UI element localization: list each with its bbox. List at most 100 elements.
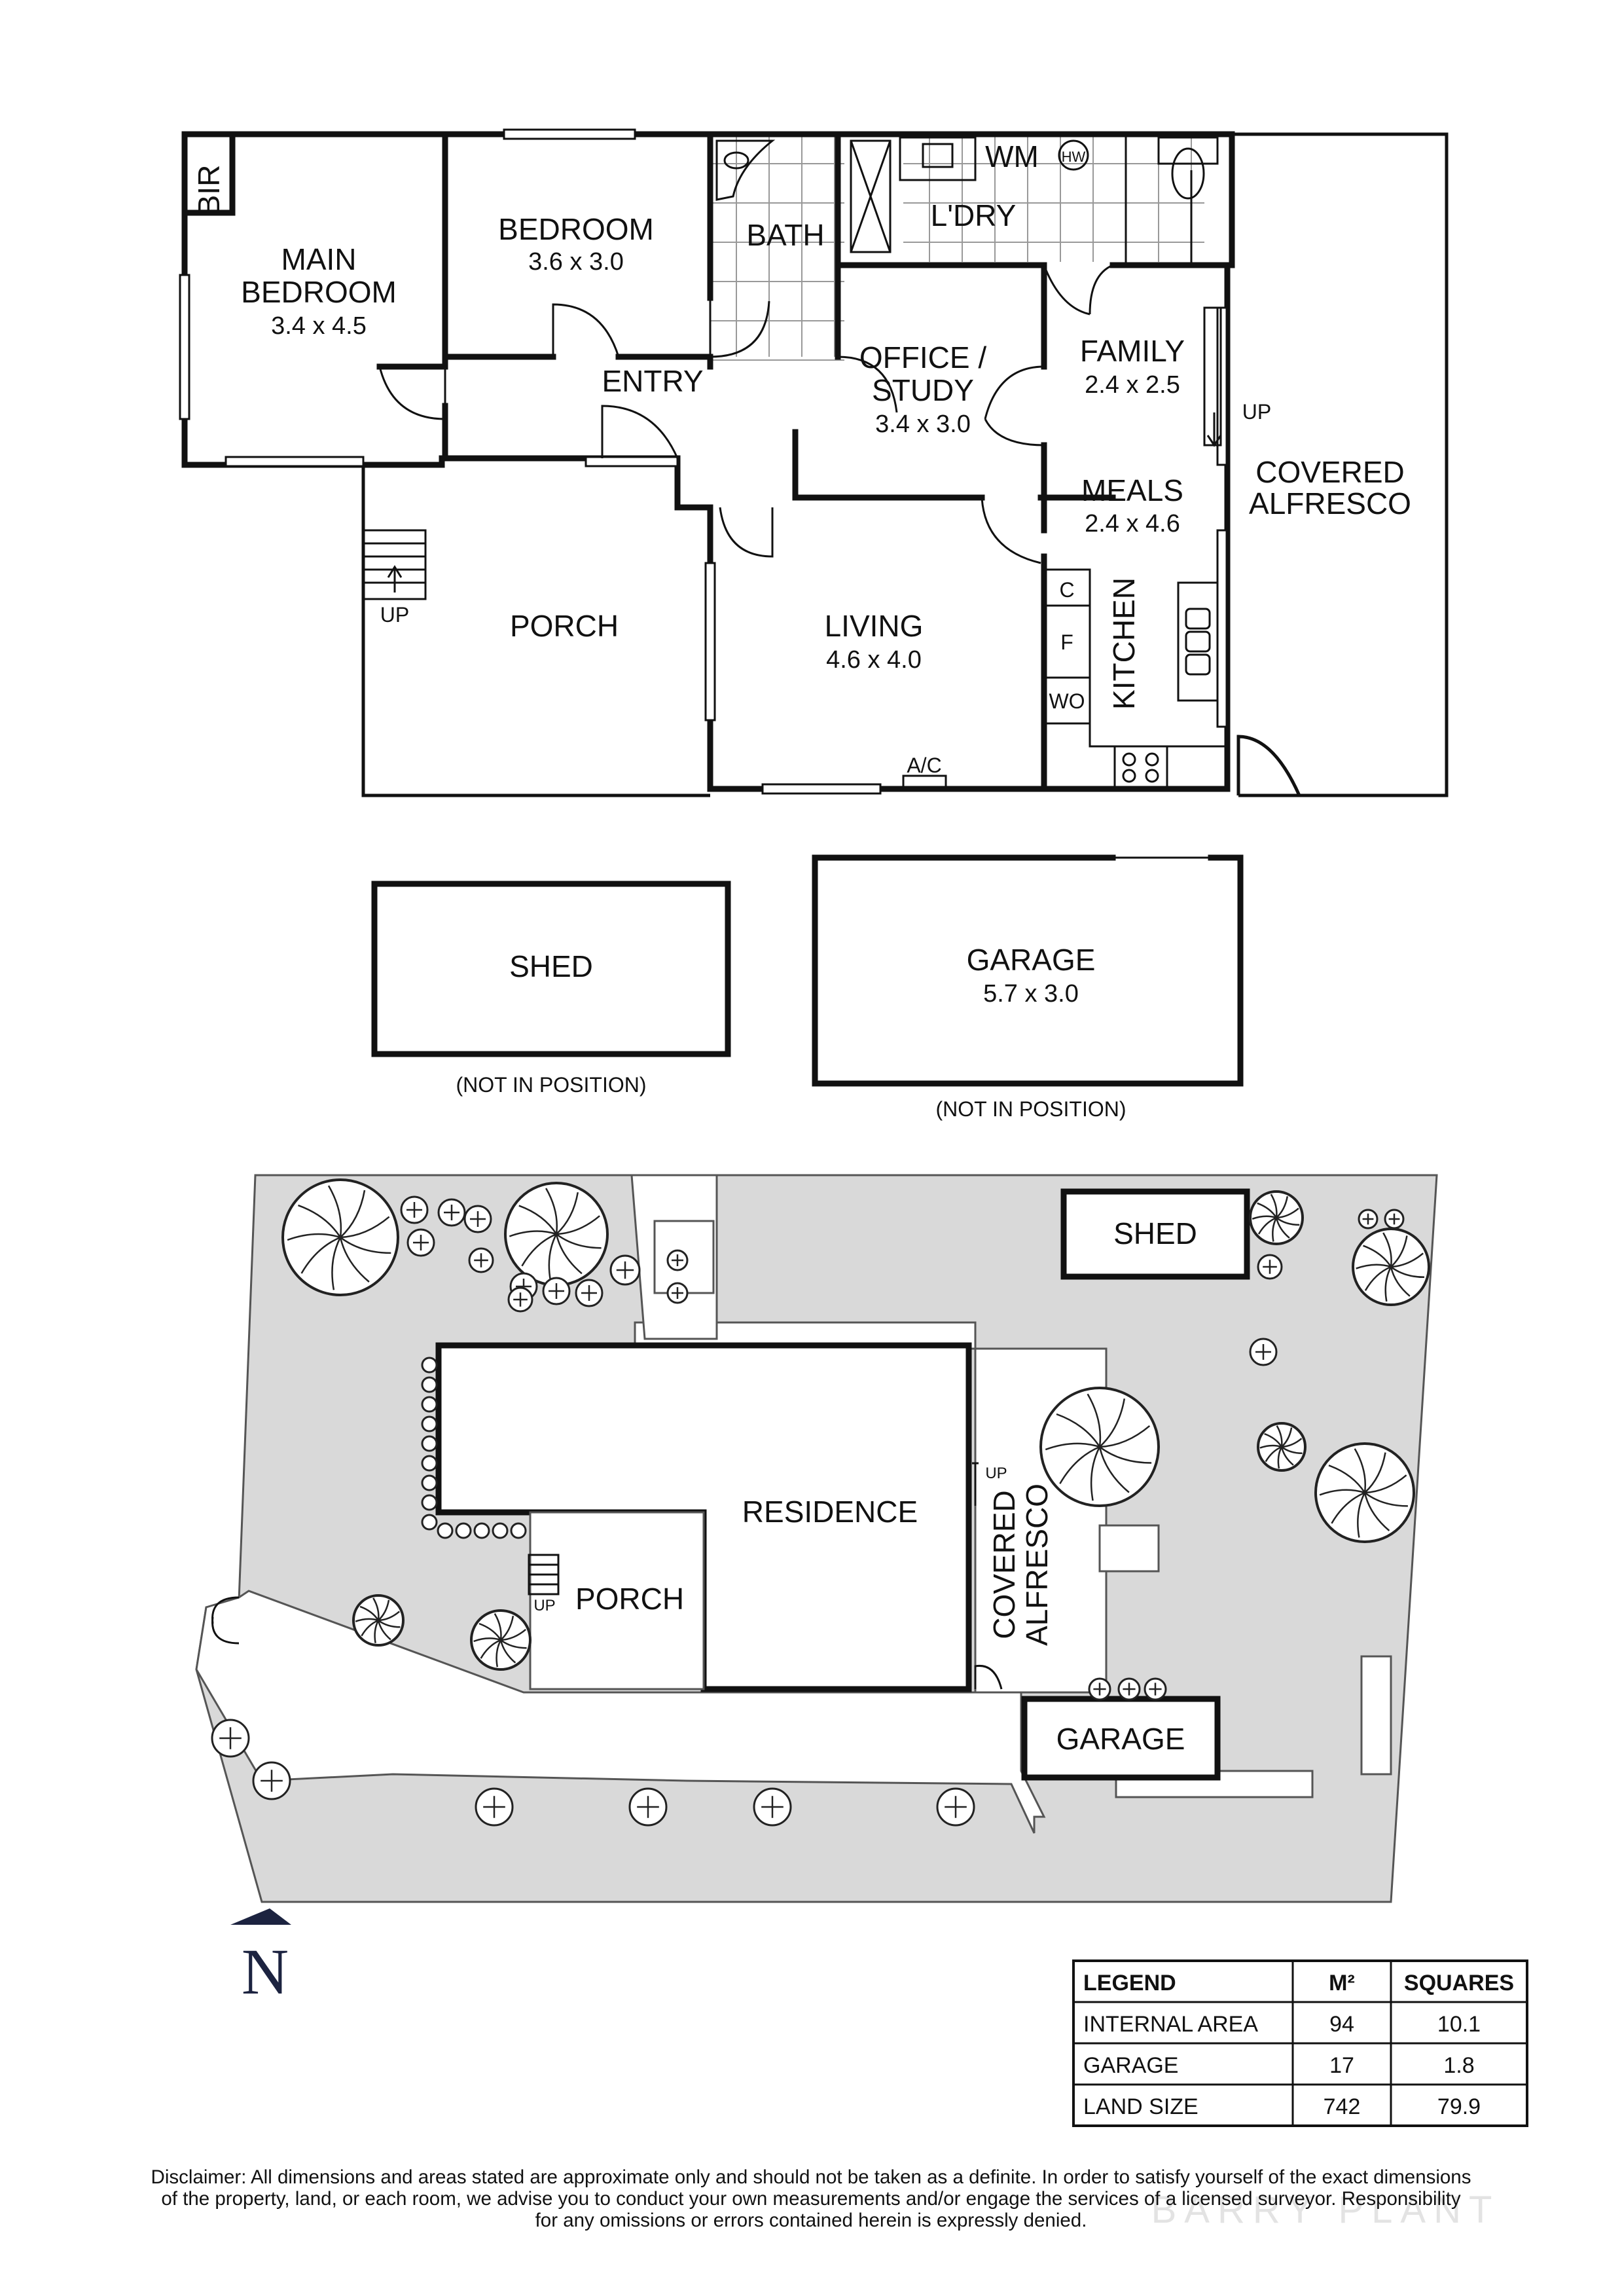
main-bedroom-label-2: BEDROOM [241,275,397,309]
site-residence-label: RESIDENCE [742,1495,918,1529]
north-arrow: N [230,1908,291,2008]
legend-row-label: INTERNAL AREA [1083,2012,1258,2037]
shrub-icon [475,1787,514,1827]
tree-icon [1257,1422,1307,1472]
legend-row-m2: 742 [1324,2094,1361,2119]
legend-row-m2: 94 [1329,2012,1354,2037]
alfresco-label-1: COVERED [1255,455,1404,489]
driveway [195,1590,1046,1834]
shrub-icon [437,1198,466,1227]
front-steps [362,529,427,600]
site-garage-outline [1021,1696,1221,1781]
main-bedroom-label-1: MAIN [281,242,357,276]
garage-outline [812,854,1244,1087]
shrub-icon [575,1279,604,1307]
shrub-icon [753,1787,792,1827]
office-label-2: STUDY [872,373,974,407]
garage-note: (NOT IN POSITION) [936,1097,1126,1121]
hedge-shrub-icon [437,1522,454,1539]
wall-bir [181,131,236,216]
shrub-icon [1088,1677,1111,1701]
shrub-icon [609,1254,641,1286]
bedroom-dim: 3.6 x 3.0 [528,248,624,276]
hedge-shrub-icon [473,1522,490,1539]
site-plan: RESIDENCE PORCH UP UP COVERED ALFRESCO S… [195,1174,1438,1903]
shrub-icon [406,1228,435,1257]
porch-up-label: UP [380,603,409,627]
north-label: N [242,1935,289,2008]
shrub-icon [1144,1677,1167,1701]
site-alfresco-up: UP [985,1465,1007,1482]
living-label: LIVING [825,609,924,643]
legend-row-squares: 10.1 [1437,2012,1481,2037]
gate [211,1596,240,1645]
tree-icon [1249,1190,1304,1245]
landing-pad [1098,1524,1160,1573]
hedge [421,1357,527,1539]
legend-row-label: LAND SIZE [1083,2094,1198,2119]
entry-label: ENTRY [602,364,703,398]
wall-office-south [792,429,1116,501]
shrub-icon [936,1787,975,1827]
legend-header-label: LEGEND [1083,1971,1176,1995]
shrub-icon [1117,1677,1141,1701]
hedge-shrub-icon [421,1494,438,1511]
shrub-icon [1358,1209,1379,1230]
shed-outline [371,881,731,1057]
shrub-icon [211,1719,250,1758]
main-bedroom-dim: 3.4 x 4.5 [271,312,367,340]
family-label: FAMILY [1080,334,1185,368]
office-label-1: OFFICE / [859,340,986,374]
shed-note: (NOT IN POSITION) [456,1073,647,1097]
legend-row-m2: 17 [1329,2053,1354,2078]
shrub-icon [507,1286,533,1313]
shrub-icon [628,1787,668,1827]
windows [179,128,1228,795]
hedge-shrub-icon [421,1474,438,1491]
hedge-shrub-icon [421,1435,438,1452]
garage-label: GARAGE [967,943,1096,977]
tree-icon [352,1594,405,1647]
laundry-label: L'DRY [931,198,1017,232]
family-dim: 2.4 x 2.5 [1085,371,1180,399]
shrub-icon [400,1195,429,1224]
wm-label: WM [985,139,1039,173]
site-shed-label: SHED [1113,1216,1197,1250]
site-alfresco-label: ALFRESCO [1020,1484,1054,1646]
hedge-shrub-icon [421,1455,438,1472]
fridge-label: F [1060,630,1073,654]
site-porch-outline [529,1511,705,1690]
hedge-shrub-icon [492,1522,509,1539]
tree-icon [1039,1387,1160,1507]
alfresco-door [1236,735,1301,797]
site-alfresco-door [974,1664,1003,1690]
tree-icon [1314,1442,1415,1543]
site-covered-label: COVERED [987,1490,1021,1639]
alfresco-label-2: ALFRESCO [1249,486,1411,520]
north-arrow-icon [230,1908,291,1925]
shrub-icon [252,1761,291,1800]
ac-label: A/C [907,754,941,777]
legend-table: LEGEND M² SQUARES INTERNAL AREA 94 10.1 … [1072,1959,1528,2127]
side-slab [1360,1655,1392,1776]
bath-label: BATH [746,218,824,252]
tree-icon [1352,1228,1430,1306]
disclaimer-line-2: of the property, land, or each room, we … [161,2188,1460,2210]
floor-plan: BIR MAIN BEDROOM 3.4 x 4.5 BEDROOM 3.6 x… [179,128,1449,797]
legend-row-squares: 79.9 [1437,2094,1481,2119]
doors [378,170,1193,564]
porch-label: PORCH [510,609,619,643]
meals-label: MEALS [1081,473,1183,507]
bir-label: BIR [192,165,226,215]
shrub-icon [1257,1254,1283,1280]
wall-oven-label: WO [1049,689,1085,713]
living-dim: 4.6 x 4.0 [826,646,922,674]
alfresco-outline [1232,132,1449,797]
site-garage-label: GARAGE [1056,1722,1185,1756]
shed-label: SHED [509,949,593,983]
disclaimer-line-3: for any omissions or errors contained he… [535,2210,1087,2231]
hw-label: HW [1062,149,1086,165]
site-porch-up: UP [533,1597,555,1614]
kitchen-label: KITCHEN [1107,577,1141,710]
shrub-icon [468,1247,494,1273]
